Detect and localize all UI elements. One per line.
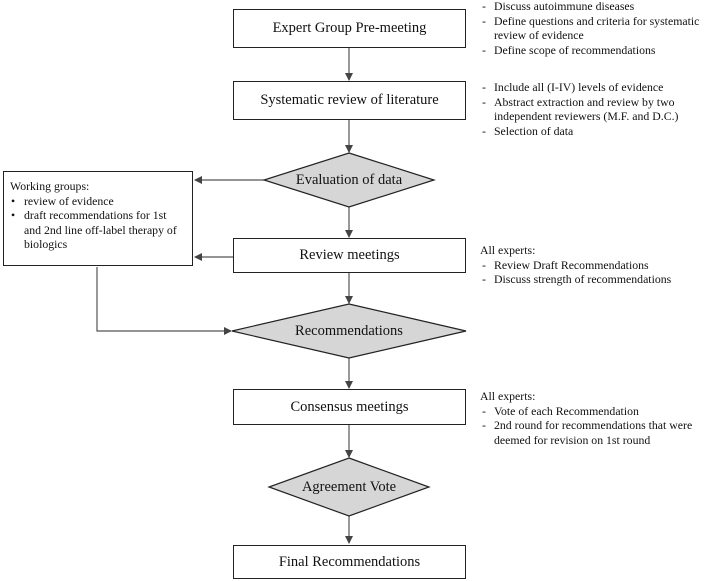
notes-premeeting: Discuss autoimmune diseases Define quest…: [480, 0, 702, 57]
box-review-meetings: Review meetings: [233, 238, 466, 273]
working-groups-item: draft recommendations for 1st and 2nd li…: [10, 208, 186, 252]
diamond-evaluation-shape: [262, 152, 436, 208]
box-review-meetings-label: Review meetings: [299, 247, 400, 263]
note-item: Abstract extraction and review by two in…: [480, 95, 702, 124]
notes-systematic-review: Include all (I-IV) levels of evidence Ab…: [480, 80, 702, 138]
box-premeeting: Expert Group Pre-meeting: [233, 9, 466, 48]
diamond-evaluation-label: Evaluation of data: [295, 171, 403, 188]
working-groups-title: Working groups:: [10, 179, 90, 193]
note-item: Define scope of recommendations: [480, 43, 702, 58]
box-systematic-review: Systematic review of literature: [233, 81, 466, 120]
note-item: Define questions and criteria for system…: [480, 14, 702, 43]
arrow-working-groups-to-recommendations: [96, 267, 232, 335]
note-item: 2nd round for recommendations that were …: [480, 418, 712, 447]
diamond-vote-label: Agreement Vote: [301, 478, 397, 495]
diamond-recommendations-label: Recommendations: [295, 322, 403, 339]
notes-review-meetings: All experts: Review Draft Recommendation…: [480, 243, 712, 287]
note-item: Vote of each Recommendation: [480, 404, 712, 419]
note-item: Discuss autoimmune diseases: [480, 0, 702, 14]
note-item: Include all (I-IV) levels of evidence: [480, 80, 702, 95]
working-groups-item: review of evidence: [10, 194, 186, 209]
diamond-recommendations-shape: [231, 303, 467, 359]
box-consensus-meetings-label: Consensus meetings: [290, 398, 409, 415]
note-item: Selection of data: [480, 124, 702, 139]
notes-consensus-header: All experts:: [480, 389, 536, 403]
box-consensus-meetings: Consensus meetings: [233, 389, 466, 425]
box-systematic-review-label: Systematic review of literature: [260, 92, 439, 108]
box-premeeting-label: Expert Group Pre-meeting: [272, 20, 427, 36]
note-item: Review Draft Recommendations: [480, 258, 712, 273]
working-groups-box: Working groups: review of evidence draft…: [3, 171, 193, 266]
diamond-vote-shape: [267, 457, 431, 517]
box-final-recommendations: Final Recommendations: [233, 545, 466, 579]
note-item: Discuss strength of recommendations: [480, 272, 712, 287]
box-final-label: Final Recommendations: [278, 553, 421, 570]
notes-review-meetings-header: All experts:: [480, 243, 536, 257]
notes-consensus-meetings: All experts: Vote of each Recommendation…: [480, 389, 712, 447]
working-groups-list: review of evidence draft recommendations…: [10, 194, 186, 252]
